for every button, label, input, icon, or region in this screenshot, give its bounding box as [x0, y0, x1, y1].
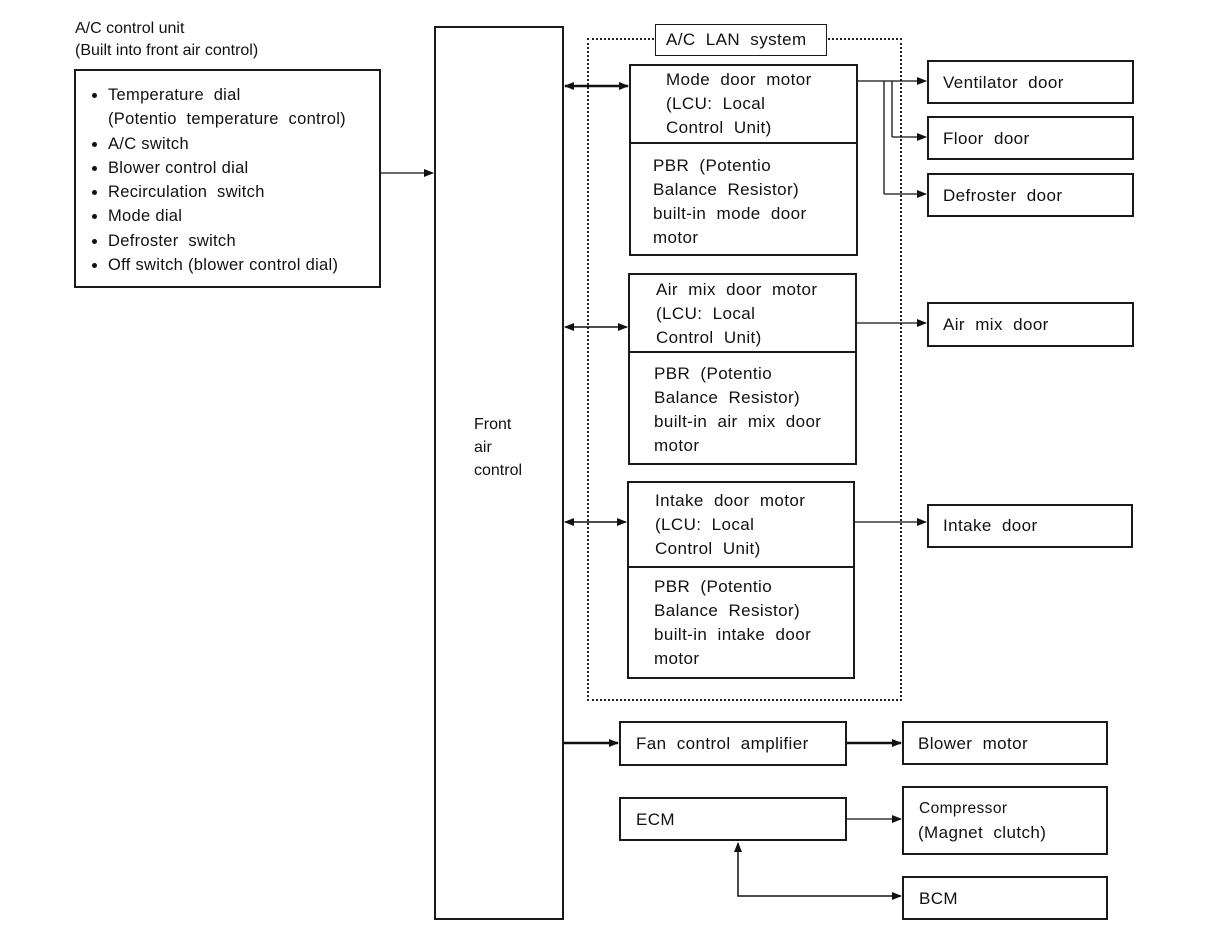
ac-control-items-list: Temperature dial (Potentio temperature co… — [84, 83, 346, 277]
bullet-dot — [92, 141, 97, 147]
intake-door-motor-box: Intake door motor (LCU: Local Control Un… — [627, 481, 855, 679]
intake-door-box: Intake door — [927, 504, 1133, 548]
compressor-box: Compressor (Magnet clutch) — [902, 786, 1108, 855]
bcm-to-ecm-link — [734, 842, 902, 900]
air-mix-door-label: Air mix door — [943, 315, 1049, 334]
air-mix-door-box: Air mix door — [927, 302, 1134, 347]
ac-control-item-text: Recirculation switch — [108, 183, 265, 202]
floor-door-label: Floor door — [943, 129, 1030, 148]
ventilator-door-label: Ventilator door — [943, 73, 1064, 92]
bullet-dot — [92, 190, 97, 196]
air-mix-door-motor-pbr-label: PBR (Potentio Balance Resistor) built-in… — [654, 364, 822, 455]
ac-control-item-text: Off switch (blower control dial) — [108, 256, 339, 275]
defroster-door-box: Defroster door — [927, 173, 1134, 217]
ac-control-item-text: Mode dial — [108, 207, 183, 226]
ac-control-item: Blower control dial — [84, 156, 346, 180]
defroster-door-label: Defroster door — [943, 186, 1063, 205]
ac-lan-system-label: A/C LAN system — [666, 30, 807, 49]
ac-control-item-text: Defroster switch — [108, 231, 236, 250]
mode-door-motor-box: Mode door motor (LCU: Local Control Unit… — [629, 64, 858, 256]
mode-door-motor-pbr-label: PBR (Potentio Balance Resistor) built-in… — [653, 156, 807, 247]
ac-control-item-text: (Potentio temperature control) — [108, 110, 346, 129]
air-mix-door-motor-box: Air mix door motor (LCU: Local Control U… — [628, 273, 857, 465]
ac-control-item: Recirculation switch — [84, 180, 346, 204]
ac-control-item: (Potentio temperature control) — [84, 107, 346, 131]
ac-unit-caption-line1: A/C control unit — [75, 20, 185, 37]
ac-control-item: A/C switch — [84, 132, 346, 156]
ac-unit-caption-line2: (Built into front air control) — [75, 42, 259, 59]
bcm-label: BCM — [919, 889, 958, 908]
compressor-label-line1: Compressor — [919, 800, 1008, 817]
ac-control-item-text: Blower control dial — [108, 158, 249, 177]
bullet-dot — [92, 165, 97, 171]
mode-door-motor-lcu-label: Mode door motor (LCU: Local Control Unit… — [666, 70, 812, 137]
ecm-label: ECM — [636, 810, 675, 829]
ac-control-item: Defroster switch — [84, 229, 346, 253]
air-mix-door-motor-lcu-label: Air mix door motor (LCU: Local Control U… — [656, 280, 818, 347]
bullet-dot — [92, 263, 97, 269]
floor-door-box: Floor door — [927, 116, 1134, 160]
fan-control-amplifier-label: Fan control amplifier — [636, 734, 809, 753]
intake-door-label: Intake door — [943, 516, 1038, 535]
blower-motor-label: Blower motor — [918, 734, 1029, 753]
ecm-box: ECM — [619, 797, 847, 841]
front-air-control-label: Front air control — [474, 416, 523, 479]
ac-control-unit-box: Temperature dial (Potentio temperature co… — [74, 69, 381, 288]
blower-motor-box: Blower motor — [902, 721, 1108, 765]
mode-door-motor-divider — [631, 142, 856, 144]
front-air-control-box: Front air control — [434, 26, 564, 920]
ac-lan-system-label-box: A/C LAN system — [655, 24, 827, 56]
intake-door-motor-divider — [629, 566, 853, 568]
compressor-label-line2: (Magnet clutch) — [918, 823, 1047, 842]
bcm-box: BCM — [902, 876, 1108, 920]
bullet-dot — [92, 93, 97, 98]
air-mix-door-motor-divider — [630, 351, 855, 353]
ac-control-item-text: A/C switch — [108, 134, 189, 153]
fan-control-amplifier-box: Fan control amplifier — [619, 721, 847, 766]
ac-control-item-text: Temperature dial — [108, 86, 241, 104]
intake-door-motor-lcu-label: Intake door motor (LCU: Local Control Un… — [655, 491, 806, 558]
ac-control-item: Temperature dial — [84, 83, 346, 107]
ventilator-door-box: Ventilator door — [927, 60, 1134, 104]
bullet-dot — [92, 238, 97, 244]
ac-control-item: Off switch (blower control dial) — [84, 253, 346, 277]
intake-door-motor-pbr-label: PBR (Potentio Balance Resistor) built-in… — [654, 577, 812, 668]
bullet-dot — [92, 214, 97, 220]
ac-control-item: Mode dial — [84, 204, 346, 228]
